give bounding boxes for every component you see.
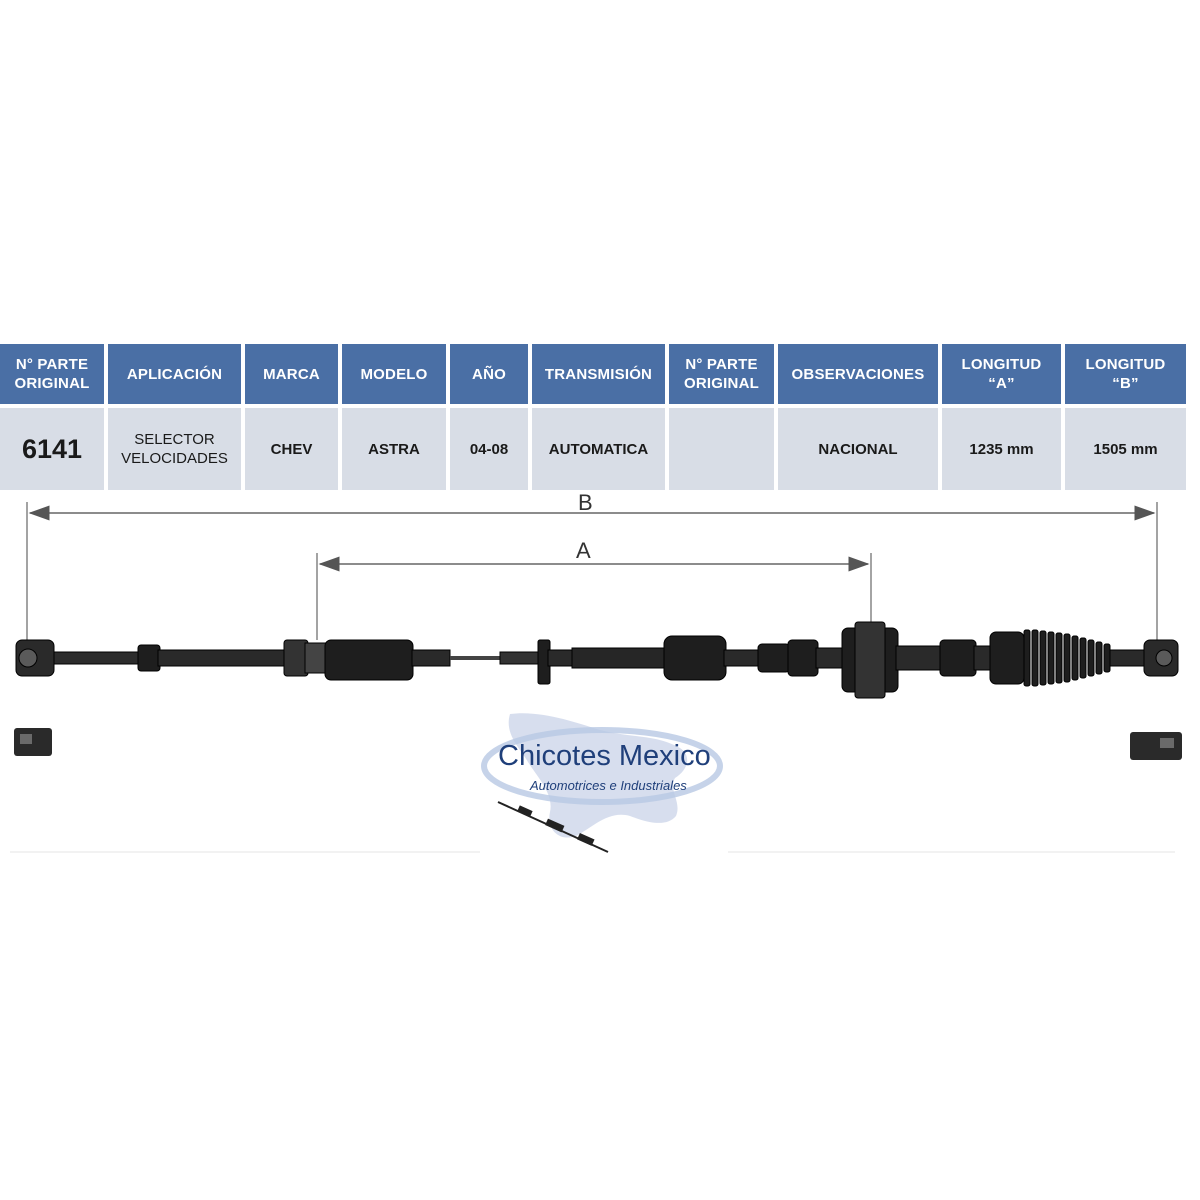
header-application: APLICACIÓN <box>108 344 241 404</box>
cable-drawing <box>10 502 1182 853</box>
cell-application: SELECTOR VELOCIDADES <box>108 408 241 490</box>
header-length-b: LONGITUD “B” <box>1065 344 1186 404</box>
cell-part-number-2 <box>669 408 774 490</box>
mexico-map-icon <box>508 713 688 838</box>
dimension-a-label: A <box>576 538 591 563</box>
logo-subtitle: Automotrices e Industriales <box>530 778 687 793</box>
cell-length-a: 1235 mm <box>942 408 1061 490</box>
cell-part-number: 6141 <box>0 408 104 490</box>
dimension-b <box>26 502 1158 640</box>
cell-length-b: 1505 mm <box>1065 408 1186 490</box>
header-transmission: TRANSMISIÓN <box>532 344 665 404</box>
cable-assembly <box>15 621 1179 699</box>
cell-observations: NACIONAL <box>778 408 938 490</box>
header-brand: MARCA <box>245 344 338 404</box>
right-end-fitting <box>1130 732 1182 760</box>
cable-icon <box>497 801 609 853</box>
left-end-fitting <box>14 728 52 756</box>
boot-ribs <box>1023 629 1111 687</box>
header-year: AÑO <box>450 344 528 404</box>
header-length-a: LONGITUD “A” <box>942 344 1061 404</box>
header-part-number-2: N° PARTE ORIGINAL <box>669 344 774 404</box>
cell-year: 04-08 <box>450 408 528 490</box>
header-observations: OBSERVACIONES <box>778 344 938 404</box>
logo-title: Chicotes Mexico <box>498 740 711 772</box>
cell-model: ASTRA <box>342 408 446 490</box>
dimension-b-label: B <box>578 490 593 515</box>
cell-transmission: AUTOMATICA <box>532 408 665 490</box>
chicotes-mexico-logo <box>481 713 723 853</box>
header-model: MODELO <box>342 344 446 404</box>
spec-table: N° PARTE ORIGINAL APLICACIÓN MARCA MODEL… <box>0 344 1188 490</box>
dimension-a <box>316 553 872 640</box>
cell-brand: CHEV <box>245 408 338 490</box>
header-part-number: N° PARTE ORIGINAL <box>0 344 104 404</box>
